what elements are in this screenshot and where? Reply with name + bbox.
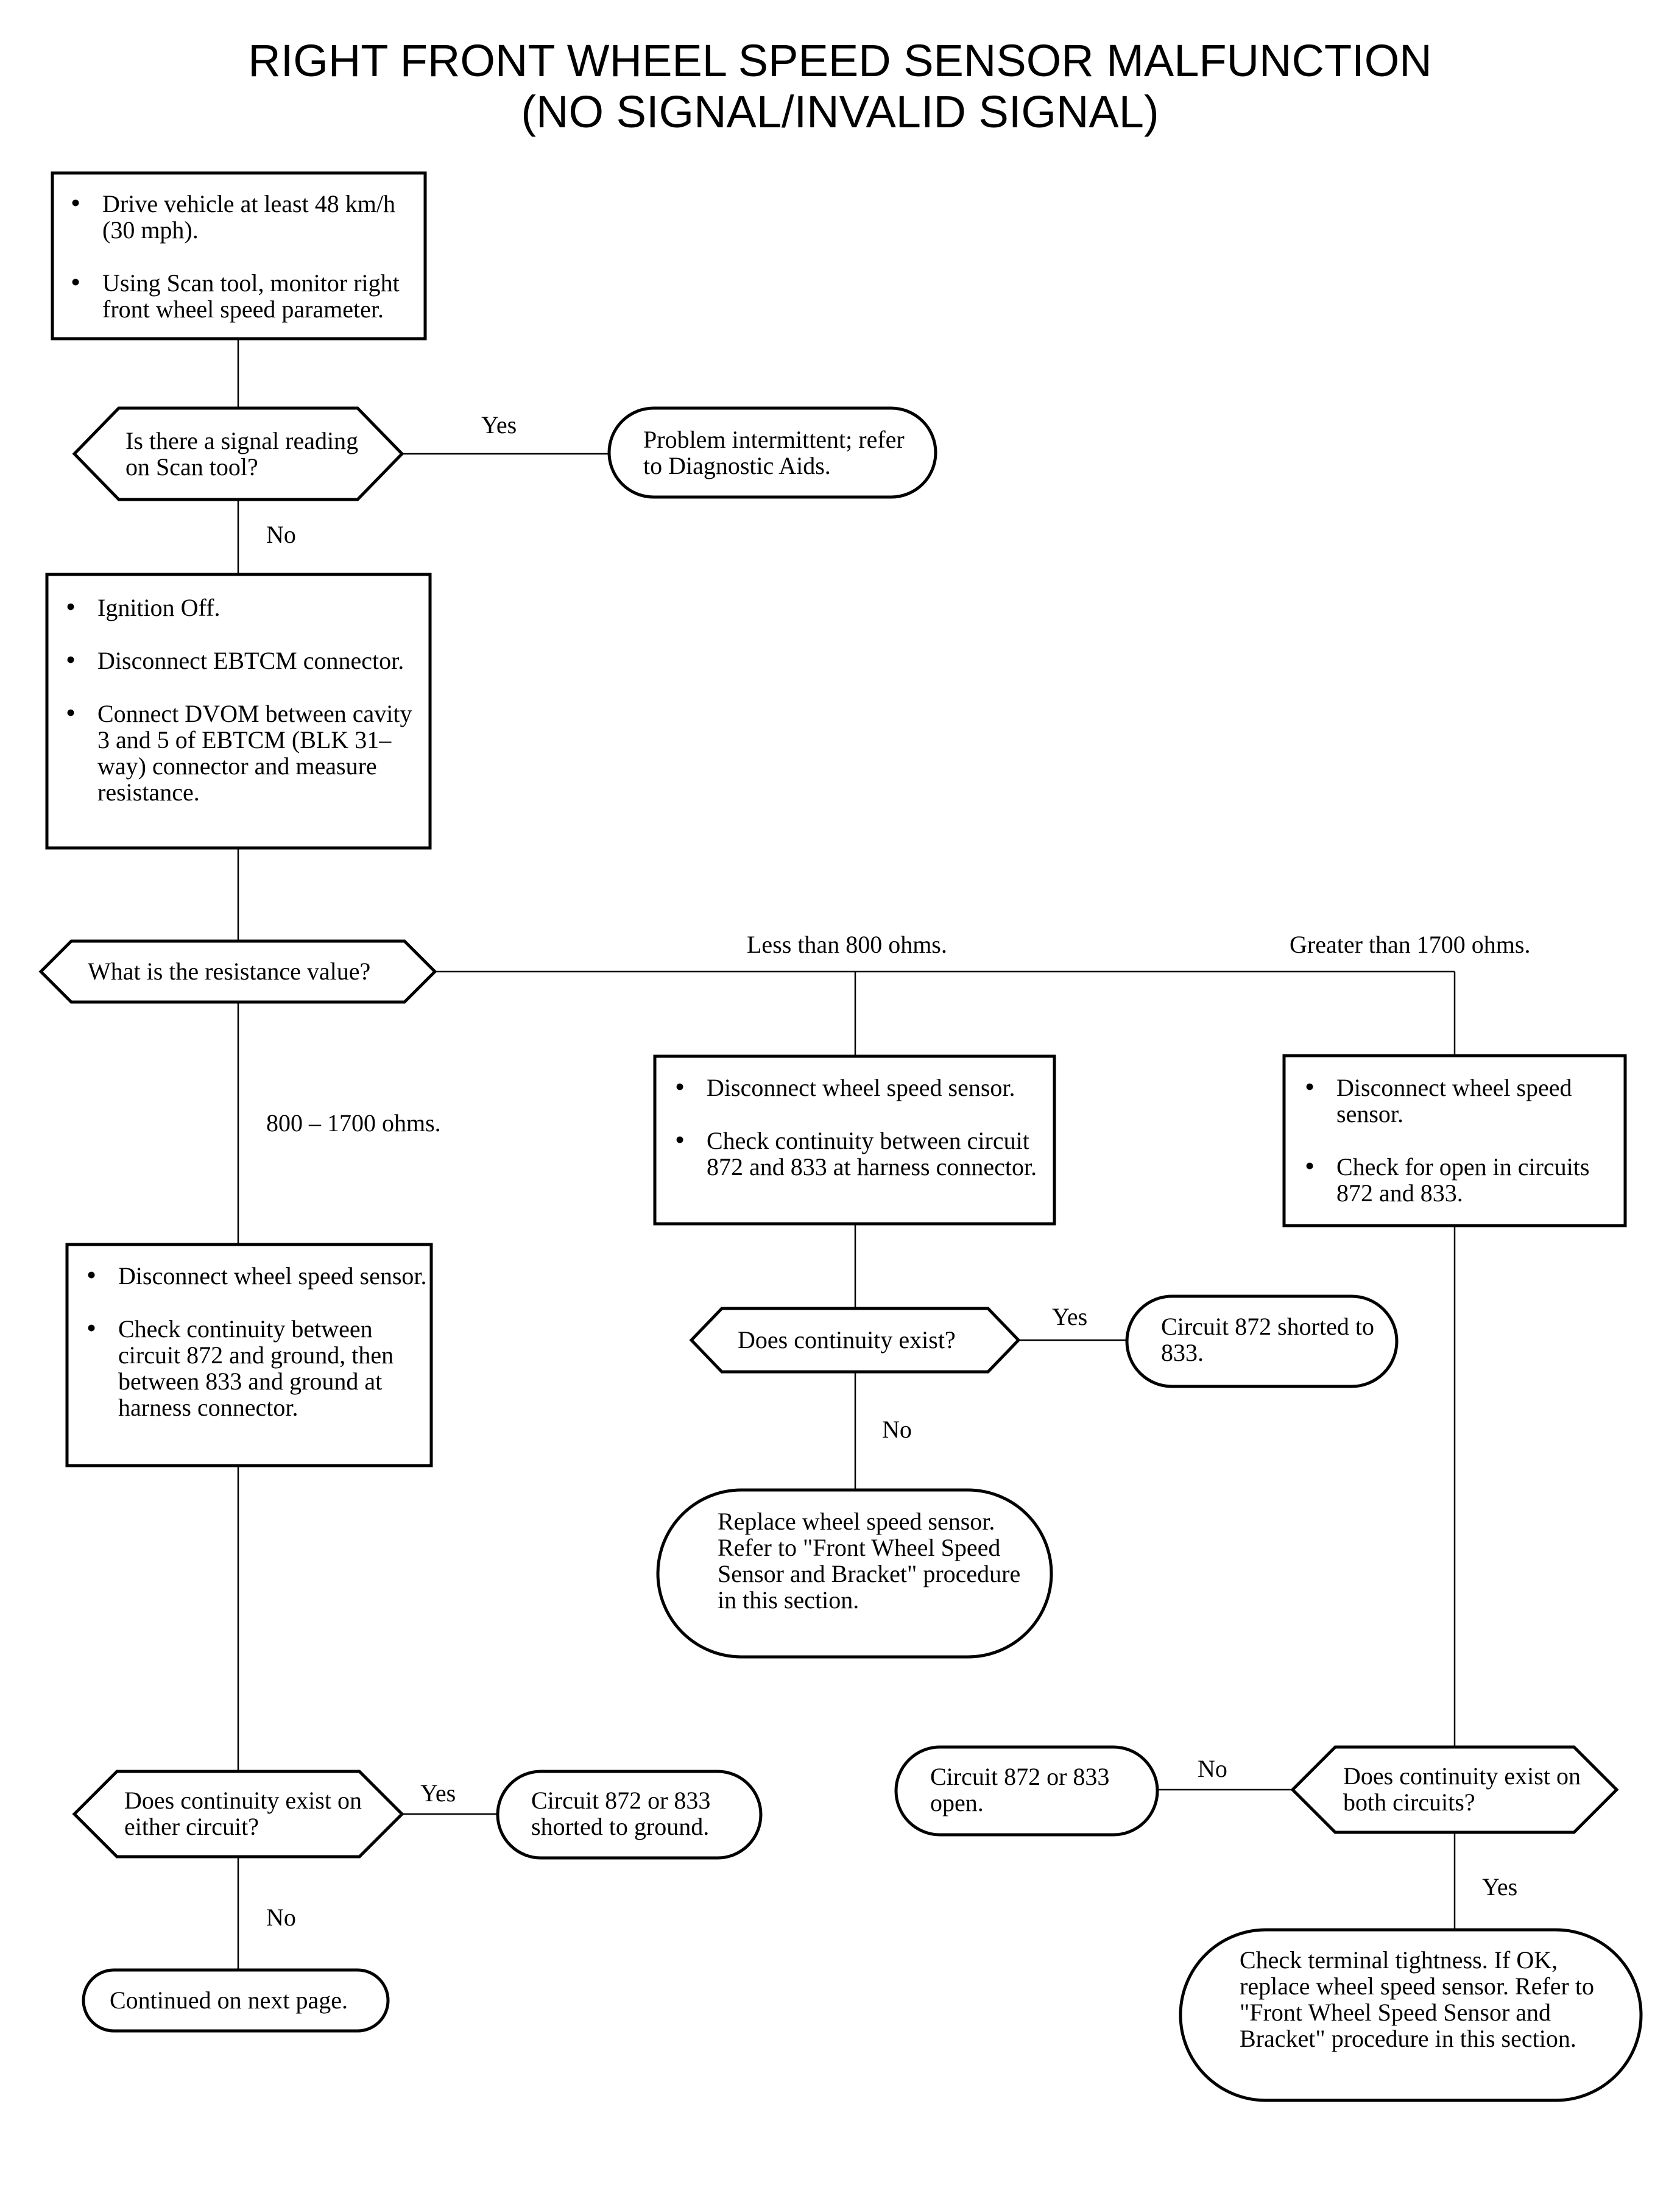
page-title-line1: RIGHT FRONT WHEEL SPEED SENSOR MALFUNCTI…	[248, 35, 1432, 86]
step-less800-bullet-2: Check continuity between circuit 872 and…	[663, 1126, 1050, 1180]
step-greater1700-text: Disconnect wheel speed sensor. Check for…	[1293, 1073, 1622, 1206]
step-greater1700-bullet-1: Disconnect wheel speed sensor.	[1293, 1073, 1622, 1127]
result-shorted-ground-text: Circuit 872 or 833 shorted to ground.	[531, 1787, 711, 1840]
decision-signal-reading	[72, 406, 404, 501]
step-800-1700-bullet-1: Disconnect wheel speed sensor.	[74, 1262, 428, 1289]
edge-label-d3-no: No	[882, 1416, 912, 1443]
step1-bullet-1: Drive vehicle at least 48 km/h (30 mph).	[58, 189, 418, 243]
edge-label-d5-no: No	[1198, 1755, 1227, 1782]
step-less800-bullet-1: Disconnect wheel speed sensor.	[663, 1073, 1050, 1101]
decision-resistance-value	[38, 939, 437, 1004]
terminal-continued-next-page	[82, 1968, 390, 2033]
result-continued-text: Continued on next page.	[110, 1986, 348, 2014]
step2-bullet-1: Ignition Off.	[54, 593, 425, 621]
result-shorted833-text: Circuit 872 shorted to 833.	[1161, 1313, 1374, 1366]
edge-label-d4-yes: Yes	[420, 1779, 456, 1807]
decision4-text: Does continuity exist on either circuit?	[124, 1787, 362, 1840]
edge-label-d3-yes: Yes	[1052, 1303, 1088, 1330]
step-800-1700-text: Disconnect wheel speed sensor. Check con…	[74, 1262, 428, 1421]
result-intermittent-text: Problem intermittent; refer to Diagnosti…	[643, 426, 905, 479]
edge-label-d1-no: No	[266, 521, 296, 548]
edge-label-d2-800-1700: 800 – 1700 ohms.	[266, 1109, 441, 1137]
step2-bullet-3: Connect DVOM between cavity 3 and 5 of E…	[54, 699, 425, 805]
terminal-shorted-to-ground	[496, 1770, 763, 1860]
edge-label-d4-no: No	[266, 1904, 296, 1931]
terminal-check-terminal-tightness	[1179, 1928, 1643, 2102]
step-greater1700-bullet-2: Check for open in circuits 872 and 833.	[1293, 1153, 1622, 1206]
terminal-circuit-shorted-833	[1125, 1294, 1399, 1388]
terminal-problem-intermittent	[607, 406, 937, 499]
terminal-circuit-open	[894, 1745, 1159, 1837]
result-open-text: Circuit 872 or 833 open.	[930, 1763, 1110, 1816]
step-800-1700-bullet-2: Check continuity between circuit 872 and…	[74, 1315, 428, 1421]
result-replace-text: Replace wheel speed sensor. Refer to "Fr…	[718, 1508, 1021, 1614]
edge-label-d5-yes: Yes	[1482, 1873, 1518, 1901]
decision2-text: What is the resistance value?	[88, 958, 371, 985]
step2-bullet-2: Disconnect EBTCM connector.	[54, 646, 425, 674]
edge-label-d2-less800: Less than 800 ohms.	[747, 931, 947, 958]
result-check-terminal-text: Check terminal tightness. If OK, replace…	[1240, 1946, 1594, 2052]
step-less800-text: Disconnect wheel speed sensor. Check con…	[663, 1073, 1050, 1180]
edge-label-d2-greater1700: Greater than 1700 ohms.	[1290, 931, 1531, 958]
decision-continuity-exist	[689, 1307, 1021, 1374]
page-title-line2: (NO SIGNAL/INVALID SIGNAL)	[521, 86, 1159, 137]
decision1-text: Is there a signal reading on Scan tool?	[125, 427, 359, 481]
decision-continuity-both-circuits	[1290, 1745, 1619, 1834]
decision-continuity-either-circuit	[72, 1770, 404, 1859]
step1-text: Drive vehicle at least 48 km/h (30 mph).…	[58, 189, 418, 322]
decision5-text: Does continuity exist on both circuits?	[1343, 1762, 1581, 1816]
decision3-text: Does continuity exist?	[738, 1326, 956, 1354]
step2-text: Ignition Off. Disconnect EBTCM connector…	[54, 593, 425, 805]
step1-bullet-2: Using Scan tool, monitor right front whe…	[58, 269, 418, 322]
connector-lines	[237, 339, 1456, 1970]
terminal-replace-sensor	[656, 1488, 1053, 1659]
edge-label-d1-yes: Yes	[481, 411, 517, 439]
